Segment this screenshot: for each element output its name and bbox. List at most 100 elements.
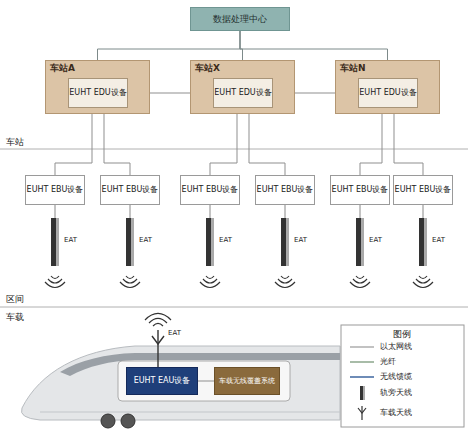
text-label: EAT [432,236,445,244]
train-wheel [101,414,115,428]
station-box: 车站N EUHT EDU设备 [335,60,440,114]
antenna-body [126,218,131,266]
onboard-coverage-box: 车载无线覆盖系统 [214,367,280,395]
node-text: 车站N [340,63,366,73]
edu-device-box: EUHT EDU设备 [358,78,418,108]
connector-line [394,108,423,175]
feeder-wire [360,205,361,218]
connector-line [360,108,382,175]
legend-text: 以太网线 [380,342,412,352]
legend-box [341,325,464,427]
antenna-side [286,218,289,266]
node-text: EUHT EBU设备 [257,185,314,194]
node-text: EUHT EAU设备 [134,376,191,385]
antenna-body [51,218,56,266]
connector-line [55,108,92,175]
ebu-device-box: EUHT EBU设备 [25,175,85,205]
train [21,314,340,429]
legend-text: 车载天线 [380,408,412,418]
connector-line [240,31,388,60]
edu-device-box: EUHT EDU设备 [68,78,128,108]
equipment-cabin [118,361,290,401]
antenna-side [424,218,427,266]
antenna-unit [413,205,433,288]
trackside-antennas [45,205,433,288]
train-skirt [40,412,340,413]
wireless-signal [145,314,171,327]
antenna-unit [275,205,295,288]
train-wheel [121,414,135,428]
onboard-antenna-head [152,336,164,344]
text-label: EAT [139,236,152,244]
ebu-device-box: EUHT EBU设备 [330,175,390,205]
node-text: EUHT EBU设备 [395,185,452,194]
edu-device-box: EUHT EDU设备 [213,78,273,108]
wireless-signal [120,276,140,288]
text-label: 区间 [6,293,24,306]
legend-frame [341,325,464,427]
wireless-signal [45,276,65,288]
node-text: EUHT EDU设备 [214,88,271,97]
node-text: EUHT EBU设备 [102,185,159,194]
zone-separator [0,149,468,150]
wireless-signal [275,276,295,288]
feeder-wire [55,205,56,218]
trackside-antenna-sample [360,386,363,400]
node-text: EUHT EDU设备 [359,88,416,97]
ebu-device-box: EUHT EBU设备 [100,175,160,205]
antenna-body [419,218,424,266]
text-label: 车载 [6,311,24,324]
train-body [21,346,340,420]
text-label: 图例 [393,328,411,341]
connector-line [210,108,237,175]
text-label: EAT [168,329,181,337]
antenna-unit [45,205,65,288]
node-text: EUHT EBU设备 [182,185,239,194]
station-box: 车站A EUHT EDU设备 [45,60,150,114]
text-label: EAT [294,236,307,244]
wireless-signal [413,276,433,288]
feeder-wire [423,205,424,218]
connector-line [249,108,285,175]
legend-text: 无线馈缆 [380,372,412,382]
onboard-antenna-sample [358,408,366,413]
ethernet-line-sample [350,346,374,347]
antenna-body [356,218,361,266]
text-label: 车站 [6,136,24,149]
feeder-wire [285,205,286,218]
feeder-wire [210,205,211,218]
connector-line [98,31,241,60]
antenna-side [361,218,364,266]
data-center-box: 数据处理中心 [190,7,290,31]
legend-text: 光纤 [380,357,396,367]
antenna-unit [120,205,140,288]
legend-text: 轨旁天线 [380,388,412,398]
antenna-side [211,218,214,266]
antenna-body [206,218,211,266]
connector-line [104,108,130,175]
feeder-line-sample [350,376,374,378]
node-text: EUHT EBU设备 [332,185,389,194]
zone-separator [0,307,468,308]
node-text: 车站X [195,63,220,73]
text-label: EAT [219,236,232,244]
antenna-side [131,218,134,266]
ebu-device-box: EUHT EBU设备 [393,175,453,205]
antenna-body [281,218,286,266]
ebu-device-box: EUHT EBU设备 [180,175,240,205]
antenna-unit [200,205,220,288]
antenna-unit [350,205,370,288]
node-text: 数据处理中心 [213,14,267,24]
ebu-device-box: EUHT EBU设备 [255,175,315,205]
onboard-antenna-mast [157,330,158,367]
wireless-signal [350,276,370,288]
node-text: 车站A [50,63,75,73]
antenna-side [56,218,59,266]
fiber-line-sample [350,361,374,362]
node-text: 车载无线覆盖系统 [219,377,275,385]
wireless-signal [200,276,220,288]
eau-device-box: EUHT EAU设备 [126,367,198,395]
node-text: EUHT EBU设备 [27,185,84,194]
node-text: EUHT EDU设备 [69,88,126,97]
